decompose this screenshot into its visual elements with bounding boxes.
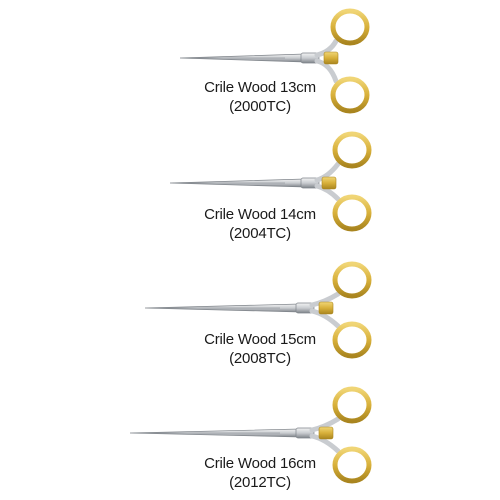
needle-holder-icon <box>179 8 370 114</box>
product-item-16cm: Crile Wood 16cm (2012TC) <box>0 375 500 500</box>
ratchet <box>318 301 334 315</box>
needle-holder-icon <box>129 386 372 484</box>
product-label: Crile Wood 15cm (2008TC) <box>160 330 360 368</box>
lower-shank <box>309 433 341 454</box>
product-item-15cm: Crile Wood 15cm (2008TC) <box>0 250 500 375</box>
upper-shank <box>314 38 339 58</box>
lower-shank <box>314 183 341 202</box>
upper-finger-ring <box>330 8 370 46</box>
upper-finger-ring <box>332 131 372 169</box>
product-item-14cm: Crile Wood 14cm (2004TC) <box>0 125 500 250</box>
needle-holder-14cm <box>169 131 372 232</box>
product-code: (2000TC) <box>229 98 291 115</box>
product-code: (2008TC) <box>229 350 291 367</box>
product-name: Crile Wood 14cm <box>204 206 316 223</box>
box-joint <box>300 177 320 189</box>
needle-holder-icon <box>169 131 372 232</box>
lower-finger-ring <box>330 76 370 114</box>
lower-finger-ring <box>332 321 372 359</box>
upper-shank <box>309 291 341 308</box>
upper-finger-ring <box>332 386 372 424</box>
needle-holder-13cm <box>179 8 370 114</box>
product-name: Crile Wood 15cm <box>204 331 316 348</box>
upper-shank <box>314 161 341 183</box>
box-joint <box>300 52 320 64</box>
product-code: (2012TC) <box>229 474 291 491</box>
ratchet <box>323 51 339 65</box>
upper-shank <box>309 416 341 433</box>
ratchet <box>318 426 334 440</box>
needle-holder-icon <box>144 261 372 359</box>
product-name: Crile Wood 16cm <box>204 455 316 472</box>
product-label: Crile Wood 16cm (2012TC) <box>160 454 360 492</box>
product-item-13cm: Crile Wood 13cm (2000TC) <box>0 0 500 125</box>
lower-shank <box>314 58 339 84</box>
needle-holder-16cm <box>129 386 372 484</box>
product-name: Crile Wood 13cm <box>204 79 316 96</box>
lower-finger-ring <box>332 446 372 484</box>
upper-finger-ring <box>332 261 372 299</box>
lower-finger-ring <box>332 194 372 232</box>
box-joint <box>295 302 315 314</box>
needle-holder-15cm <box>144 261 372 359</box>
box-joint <box>295 427 315 439</box>
lower-shank <box>309 308 341 329</box>
ratchet <box>321 176 337 190</box>
product-label: Crile Wood 14cm (2004TC) <box>160 205 360 243</box>
product-code: (2004TC) <box>229 225 291 242</box>
product-label: Crile Wood 13cm (2000TC) <box>160 78 360 116</box>
